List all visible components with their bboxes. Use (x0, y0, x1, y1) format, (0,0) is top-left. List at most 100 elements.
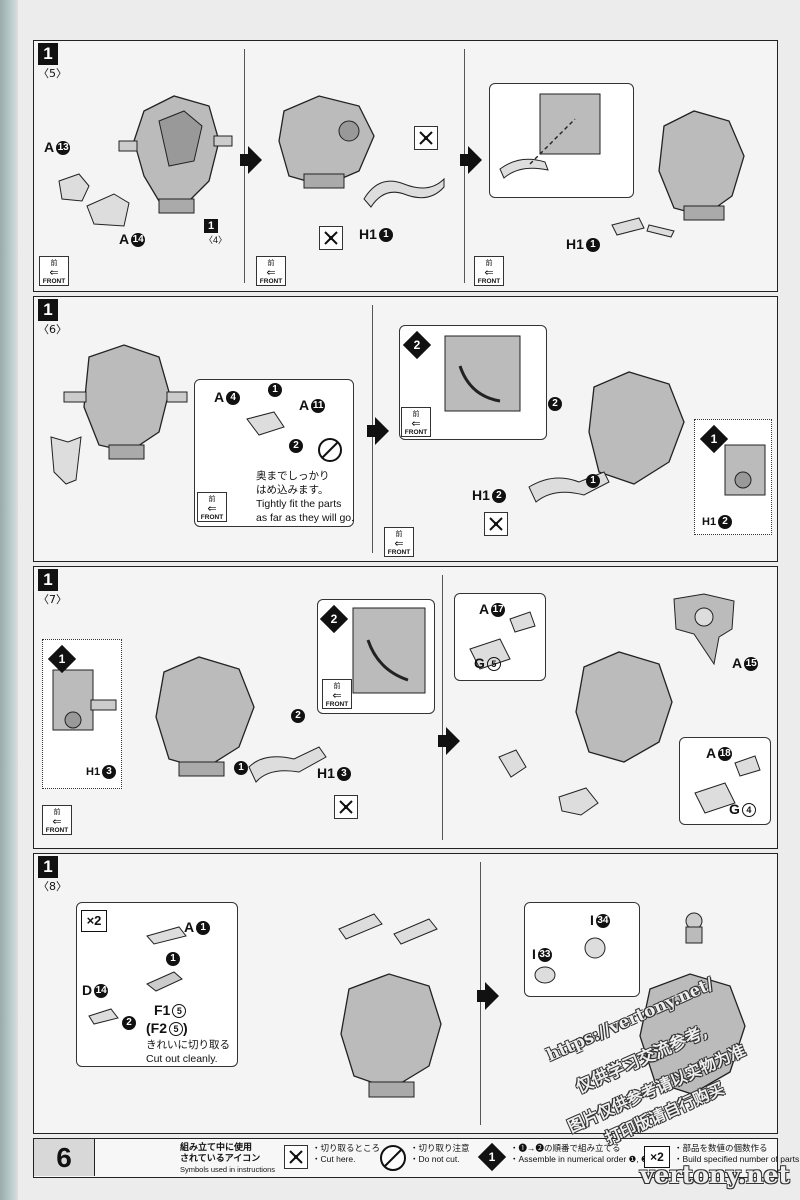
order-diamond-2: 2 (319, 604, 349, 634)
order-marker-2: 2 (546, 395, 562, 412)
nipper-cut-icon (414, 126, 438, 150)
page-number: 6 (34, 1139, 95, 1176)
nipper-cut-icon (484, 512, 508, 536)
legend-no-cut: ・切り取り注意・Do not cut. (410, 1143, 470, 1164)
do-not-cut-icon (379, 1144, 407, 1172)
armor-piece-a14 (84, 191, 134, 231)
nipper-cut-icon (334, 795, 358, 819)
step-number-badge: 1 (38, 856, 58, 878)
front-direction-icon: 前⇐FRONT (39, 256, 69, 286)
do-not-cut-icon (317, 437, 343, 463)
chest-body-part (630, 964, 760, 1114)
step-arrow-icon (438, 727, 460, 755)
legend-title: 組み立て中に使用 されているアイコン Symbols used in instr… (180, 1142, 276, 1174)
order-marker-2: 2 (289, 707, 305, 724)
chest-body-part (329, 964, 459, 1104)
order-marker-1: 1 (232, 759, 248, 776)
order-diamond-1: 1 (47, 644, 77, 674)
neck-joint-part (674, 909, 714, 949)
nipper-cut-icon (319, 226, 343, 250)
chest-body-part (264, 86, 394, 196)
collar-part-a15 (664, 589, 744, 669)
armor-piece (46, 432, 86, 487)
sub-step-label: 〈7〉 (38, 593, 67, 606)
sub-step-label: 〈8〉 (38, 880, 67, 893)
front-direction-icon: 前⇐FRONT (42, 805, 72, 835)
pair-armor-parts (334, 909, 444, 949)
chest-body-part (574, 362, 694, 492)
watermark-site: vertony.net (640, 1160, 790, 1189)
nipper-cut-icon (284, 1145, 308, 1169)
armor-piece (496, 747, 531, 782)
small-part-d14 (86, 1006, 121, 1026)
frame-part-h1-2 (524, 467, 614, 522)
sub-step-label: 〈6〉 (38, 323, 67, 336)
step-arrow-icon (477, 982, 499, 1010)
cut-note: きれいに切り取る Cut out cleanly. (146, 1039, 230, 1065)
front-direction-icon: 前⇐FRONT (474, 256, 504, 286)
chest-body-part (644, 96, 754, 226)
front-direction-icon: 前⇐FRONT (322, 679, 352, 709)
panel-divider (442, 575, 443, 840)
step-number-badge: 1 (38, 569, 58, 591)
small-part-f15 (144, 969, 184, 994)
front-direction-icon: 前⇐FRONT (256, 256, 286, 286)
fit-note: 奥までしっかり はめ込みます。 Tightly fit the parts as… (256, 470, 355, 524)
frame-part-h1 (609, 213, 679, 238)
quantity-badge: ×2 (81, 910, 107, 932)
step-arrow-icon (460, 146, 482, 174)
chest-body-part (114, 81, 234, 221)
panel-divider (464, 49, 465, 283)
armor-piece (556, 785, 601, 820)
front-direction-icon: 前⇐FRONT (401, 407, 431, 437)
sub-step-label: 〈5〉 (38, 67, 67, 80)
detail-callout (489, 83, 634, 198)
order-diamond-1: 1 (699, 424, 729, 454)
armor-piece-a13 (54, 171, 94, 206)
order-diamond-2: 2 (402, 330, 432, 360)
order-marker-1: 1 (266, 381, 282, 398)
step-arrow-icon (367, 417, 389, 445)
legend-order: ・❶→❷の順番で組み立てる・Assemble in numerical orde… (510, 1143, 656, 1164)
panel-divider (244, 49, 245, 283)
reference-step-badge: 1 〈4〉 (204, 219, 228, 245)
frame-part-h1-3 (244, 737, 334, 797)
icon-legend-footer: 6 組み立て中に使用 されているアイコン Symbols used in ins… (33, 1138, 800, 1178)
step-number-badge: 1 (38, 299, 58, 321)
page-edge (0, 0, 18, 1200)
order-marker-1: 1 (164, 950, 180, 967)
quantity-badge: ×2 (644, 1146, 670, 1168)
frame-part-h1 (359, 169, 449, 219)
legend-cut: ・切り取るところ・Cut here. (312, 1143, 381, 1164)
chest-body-part (564, 642, 684, 772)
order-marker-2: 2 (287, 437, 303, 454)
chest-body-part (59, 337, 189, 467)
small-part-a1 (144, 924, 189, 946)
